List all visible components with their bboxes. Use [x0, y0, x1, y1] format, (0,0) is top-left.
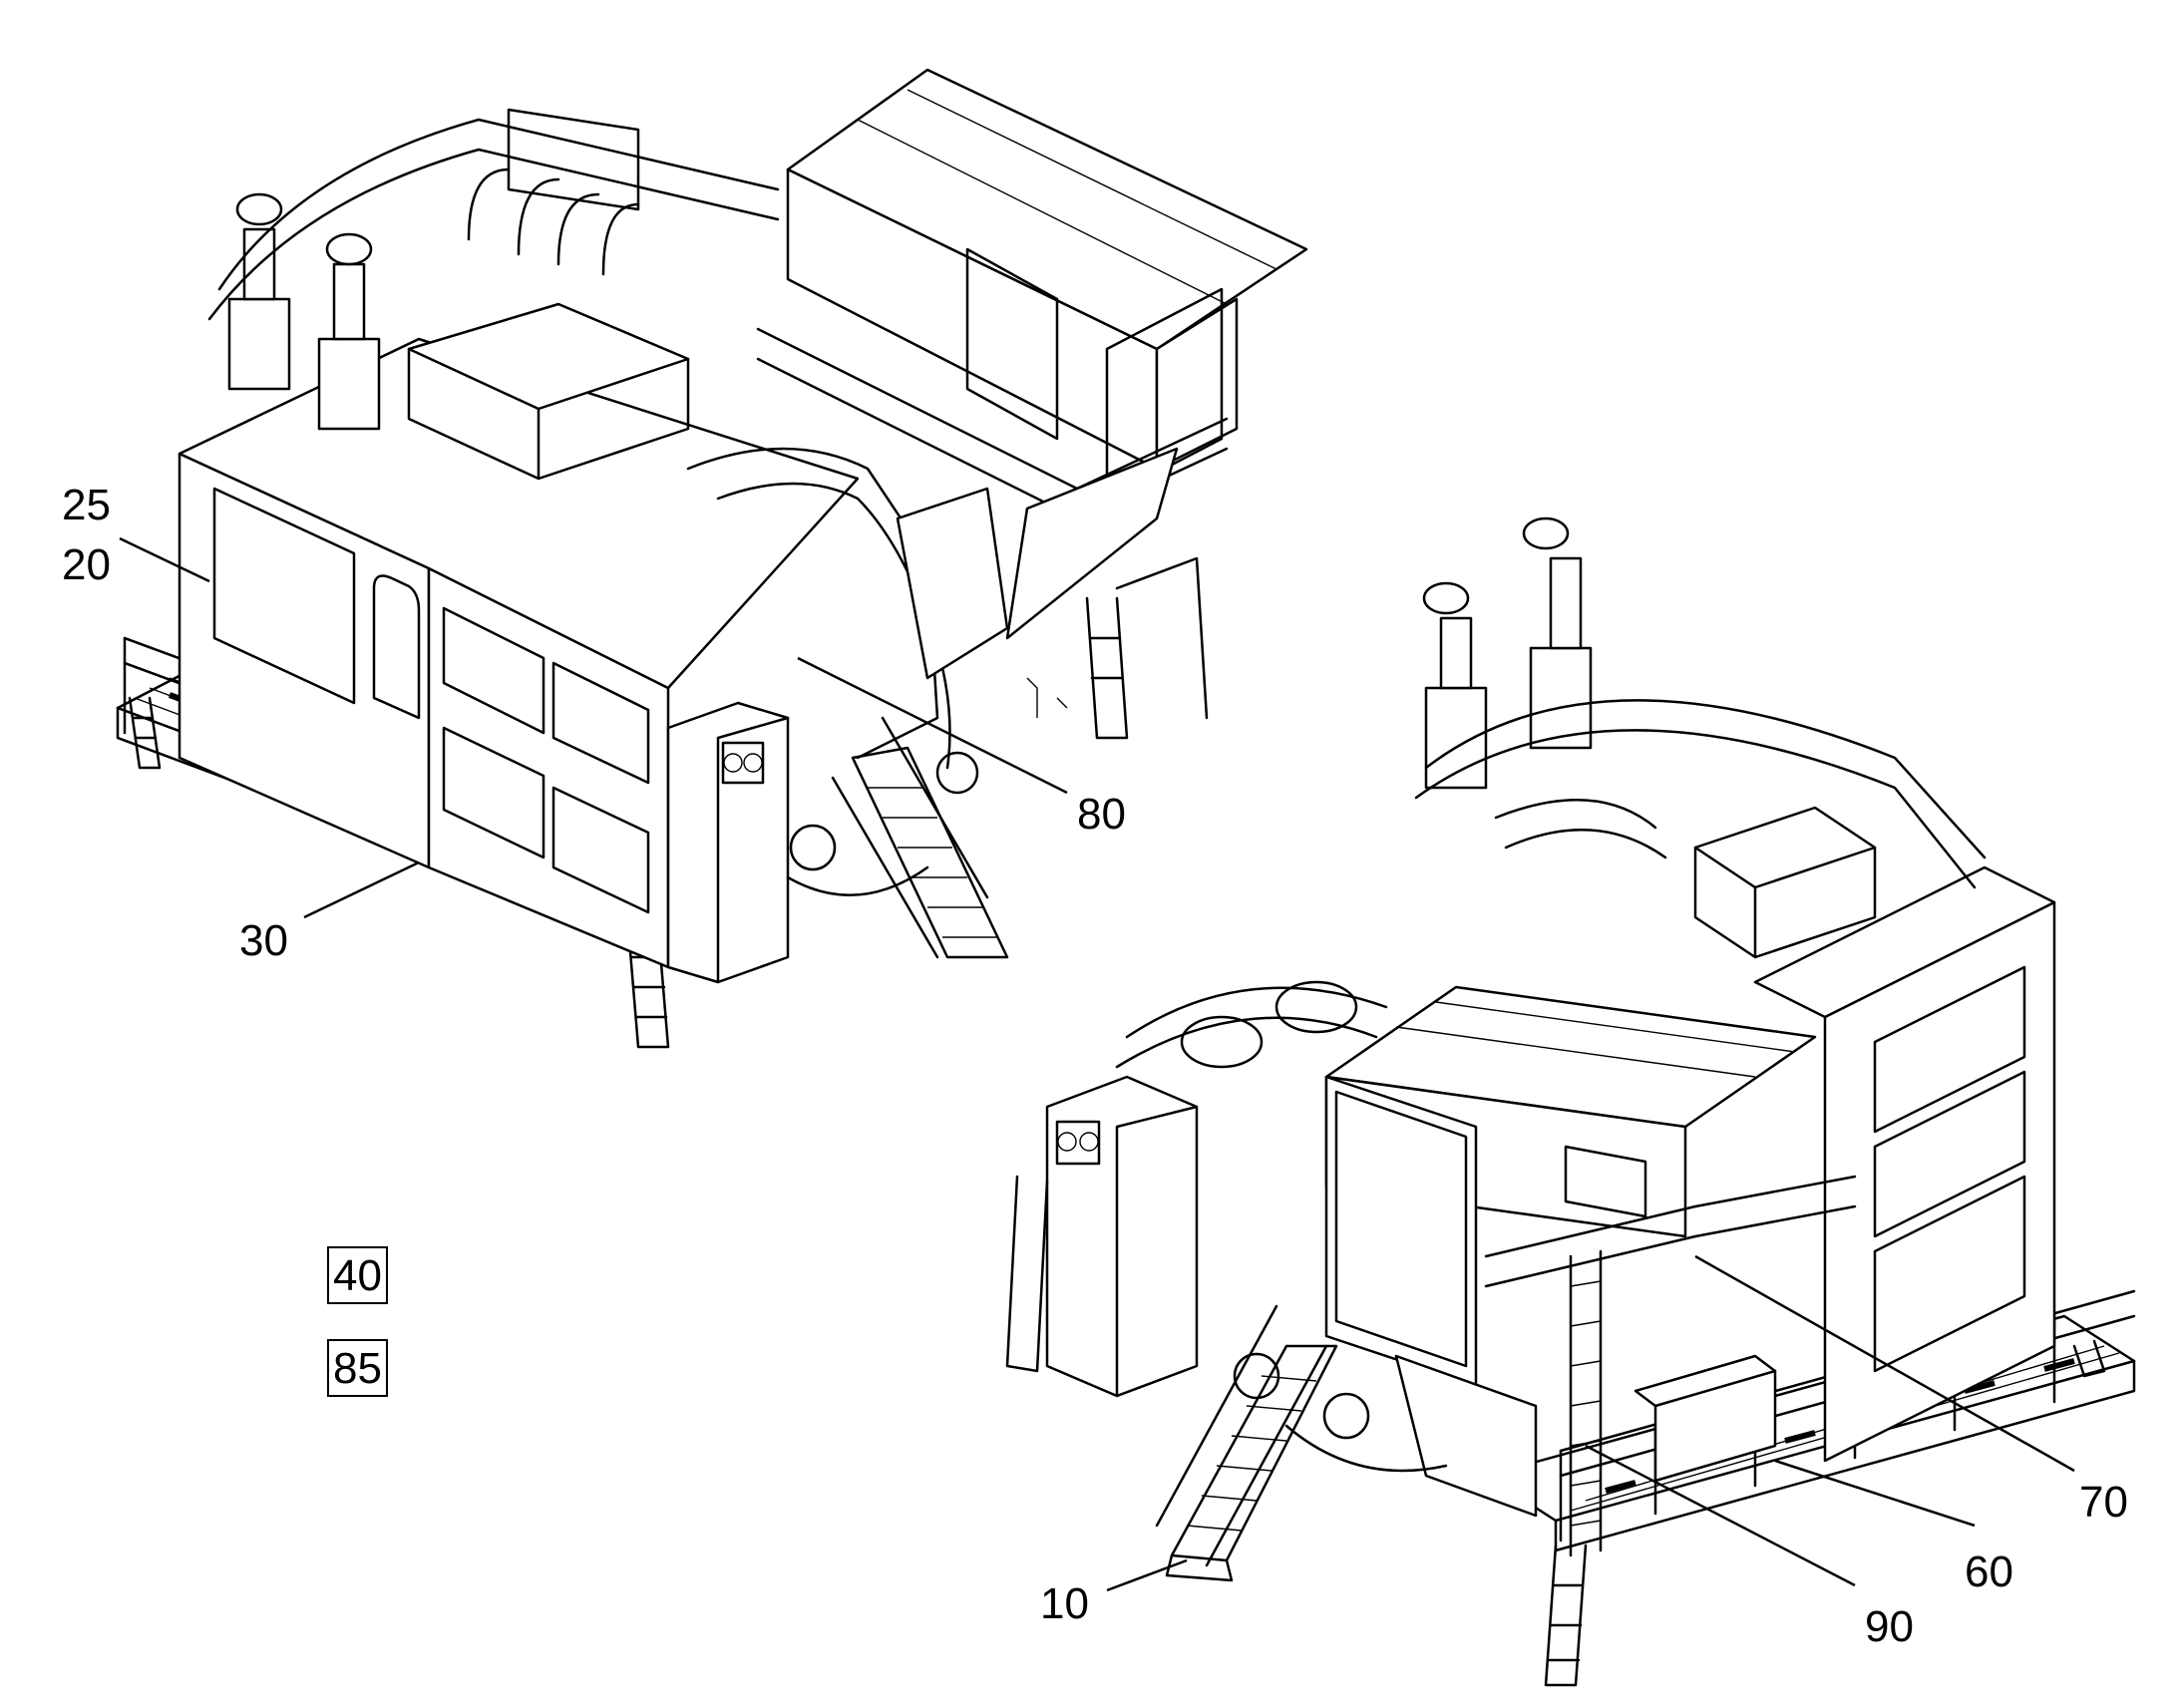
roof-equipment-left [207, 108, 780, 481]
center-section-left [686, 447, 1209, 959]
callout-30: 30 [239, 916, 288, 965]
roof-equipment-right [1414, 516, 1987, 959]
house-body-right [1634, 865, 2056, 1483]
boxed-ref-85: 85 [327, 1339, 388, 1397]
callout-10: 10 [1040, 1579, 1089, 1628]
callout-20: 20 [62, 540, 111, 589]
center-section-right [1005, 980, 1448, 1582]
cab-radiator-right [1324, 985, 1857, 1557]
callout-25: 25 [62, 481, 111, 529]
callout-70: 70 [2079, 1478, 2128, 1527]
callout-90: 90 [1865, 1602, 1914, 1651]
boxed-ref-40: 40 [327, 1246, 388, 1304]
machine-view-right [1005, 516, 2136, 1687]
machine-view-left [116, 68, 1308, 1049]
leader-lines [119, 536, 2075, 1592]
callout-60: 60 [1965, 1547, 2013, 1596]
callout-80: 80 [1077, 790, 1126, 839]
house-body-left [178, 337, 860, 984]
cab-radiator-left [756, 68, 1308, 640]
